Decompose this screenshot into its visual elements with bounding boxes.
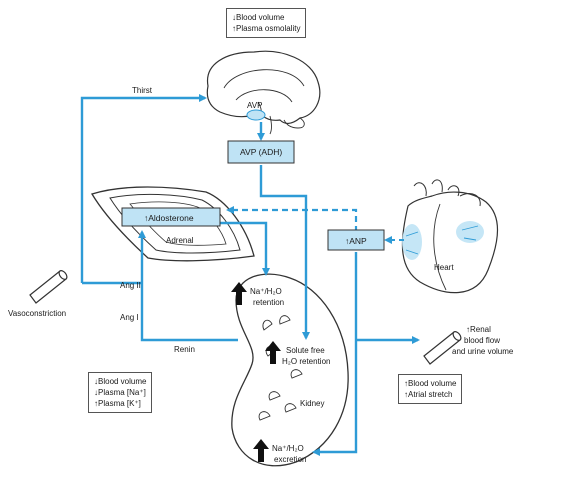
note-bottom-left-line-3: ↑Plasma [K⁺] <box>94 399 141 408</box>
na-retention-line-1: Na⁺/H₂O <box>250 287 282 296</box>
avp-adh-box <box>227 140 295 164</box>
aldosterone-label: ↑Aldosterone <box>144 213 194 223</box>
note-bottom-left-line-2: ↓Plasma [Na⁺] <box>94 388 146 397</box>
na-excretion-up-arrow <box>253 439 269 462</box>
ang-i-label: Ang I <box>120 313 139 322</box>
solute-free-line-1: Solute free <box>286 346 325 355</box>
renin-label: Renin <box>174 345 195 354</box>
pituitary-highlight <box>246 109 266 121</box>
note-bottom-right-line-1: ↑Blood volume <box>404 379 457 388</box>
note-bottom-right-line-2: ↑Atrial stretch <box>404 390 453 399</box>
avp-adh-label: AVP (ADH) <box>240 147 282 157</box>
note-top-line-1: ↓Blood volume <box>232 13 285 22</box>
na-retention-line-2: retention <box>253 298 284 307</box>
kidney-label: Kidney <box>300 399 324 408</box>
aldosterone-to-kidney-arrow <box>220 221 270 276</box>
anp-inhibits-aldosterone <box>226 206 358 232</box>
thirst-label: Thirst <box>132 86 153 95</box>
stretch-arrows <box>405 225 479 255</box>
renal-line-2: blood flow <box>464 336 500 345</box>
aldosterone-box <box>121 207 221 227</box>
brain-illustration <box>206 50 321 135</box>
vessel-left <box>29 270 68 304</box>
solute-free-up-arrow <box>265 341 281 364</box>
avp-label: AVP <box>247 101 262 110</box>
avp-to-kidney-arrow <box>259 165 310 340</box>
anp-label: ↑ANP <box>345 236 367 246</box>
na-excretion-line-2: excretion <box>274 455 306 464</box>
renal-line-1: ↑Renal <box>466 325 491 334</box>
adrenal-label: Adrenal <box>166 236 194 245</box>
thirst-arrow <box>80 94 207 283</box>
renin-angi-angii-arrow <box>138 230 238 342</box>
na-excretion-line-1: Na⁺/H₂O <box>272 444 304 453</box>
note-top-line-2: ↑Plasma osmolality <box>232 24 301 33</box>
vessel-right <box>423 331 462 365</box>
heart-illustration <box>401 179 498 294</box>
atrium-left-highlight <box>402 224 422 260</box>
note-bottom-left-line-1: ↓Blood volume <box>94 377 147 386</box>
anp-to-excretion-arrow <box>312 252 358 456</box>
note-top: ↓Blood volume ↑Plasma osmolality <box>226 8 307 38</box>
kidney-illustration <box>231 273 349 467</box>
connector-lines <box>80 94 420 456</box>
renal-line-3: and urine volume <box>452 347 514 356</box>
solute-free-line-2: H₂O retention <box>282 357 330 366</box>
anp-box <box>327 229 385 251</box>
note-bottom-left: ↓Blood volume ↓Plasma [Na⁺] ↑Plasma [K⁺] <box>88 372 153 413</box>
na-retention-up-arrow <box>231 282 247 305</box>
heart-label: Heart <box>434 263 454 272</box>
ang-ii-label: Ang II <box>120 281 141 290</box>
vasoconstriction-label: Vasoconstriction <box>8 309 66 318</box>
note-bottom-right: ↑Blood volume ↑Atrial stretch <box>398 374 463 404</box>
atrium-right-highlight <box>456 221 484 243</box>
